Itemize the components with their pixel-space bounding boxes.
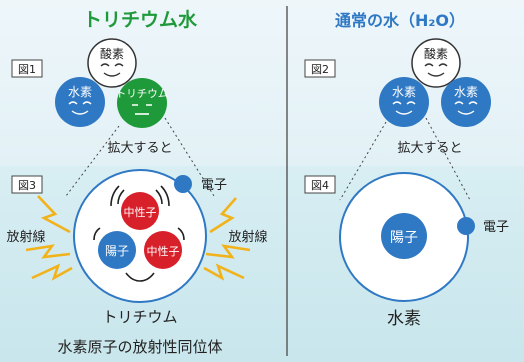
hydrogen-atom-right-2: 水素 xyxy=(441,77,491,127)
tritium-atom-small: トリチウム xyxy=(116,78,169,128)
neutron-label-bottom: 中性子 xyxy=(147,244,180,258)
zoom-line-right-2 xyxy=(425,117,471,201)
oxygen-mouth-left xyxy=(103,72,121,77)
left-title: トリチウム水 xyxy=(83,9,198,31)
hydrogen-eyes-right-1 xyxy=(392,101,416,105)
neutron-label-top: 中性子 xyxy=(124,205,157,219)
radiation-rays-right xyxy=(203,197,251,281)
neutron-bottom: 中性子 xyxy=(144,231,182,269)
footer-caption: 水素原子の放射性同位体 xyxy=(57,338,222,356)
hydrogen-mouth-right-1 xyxy=(395,110,413,115)
fig2-label-box xyxy=(304,59,336,78)
hydrogen-mouth-left xyxy=(71,110,89,115)
proton-hydrogen: 陽子 xyxy=(381,213,427,259)
hydrogen-eyes-left xyxy=(68,101,92,105)
fig1-label: 図1 xyxy=(18,63,36,76)
proton-label-hydrogen: 陽子 xyxy=(390,230,418,246)
radiation-label-right: 放射線 xyxy=(228,229,267,245)
proton-label-tritium: 陽子 xyxy=(105,244,129,258)
fig4-label-box xyxy=(304,175,336,194)
hydrogen-eyes-right-2 xyxy=(454,101,478,105)
vibration-marks xyxy=(93,185,185,282)
fig2-label: 図2 xyxy=(311,63,329,76)
tritium-electron-label: 電子 xyxy=(201,178,227,193)
tritium-label-small: トリチウム xyxy=(116,88,169,100)
fig3-label-box xyxy=(11,175,43,194)
hydrogen-label-left: 水素 xyxy=(68,85,92,99)
radiation-rays-left xyxy=(25,195,73,281)
hydrogen-name: 水素 xyxy=(387,309,421,329)
oxygen-atom-right: 酸素 xyxy=(411,38,461,88)
oxygen-label-left: 酸素 xyxy=(100,46,124,61)
zoom-caption-left: 拡大すると xyxy=(107,141,172,156)
zoom-line-right-1 xyxy=(339,121,387,201)
hydrogen-mouth-right-2 xyxy=(457,110,475,115)
oxygen-mouth-right xyxy=(427,72,445,77)
tritium-orbit xyxy=(73,169,207,303)
oxygen-label-right: 酸素 xyxy=(424,46,448,61)
proton-tritium: 陽子 xyxy=(98,231,136,269)
zoom-line-left-2 xyxy=(164,117,215,197)
right-title: 通常の水（H₂O） xyxy=(335,11,465,30)
fig4-label: 図4 xyxy=(311,179,329,192)
fig3-label: 図3 xyxy=(18,179,36,192)
radiation-label-left: 放射線 xyxy=(6,229,45,245)
hydrogen-electron-label: 電子 xyxy=(483,220,509,235)
oxygen-atom-left: 酸素 xyxy=(87,38,137,88)
oxygen-eyes-left xyxy=(100,63,124,67)
hydrogen-label-right-2: 水素 xyxy=(454,85,478,99)
fig1-label-box xyxy=(11,59,43,78)
tritium-name: トリチウム xyxy=(102,308,177,326)
hydrogen-label-right-1: 水素 xyxy=(392,85,416,99)
hydrogen-atom-right-1: 水素 xyxy=(379,77,429,127)
zoom-caption-right: 拡大すると xyxy=(397,141,462,156)
hydrogen-atom-left: 水素 xyxy=(55,77,105,127)
neutron-top: 中性子 xyxy=(121,192,159,230)
tritium-electron xyxy=(174,175,192,193)
oxygen-eyes-right xyxy=(424,63,448,67)
hydrogen-electron xyxy=(457,217,475,235)
